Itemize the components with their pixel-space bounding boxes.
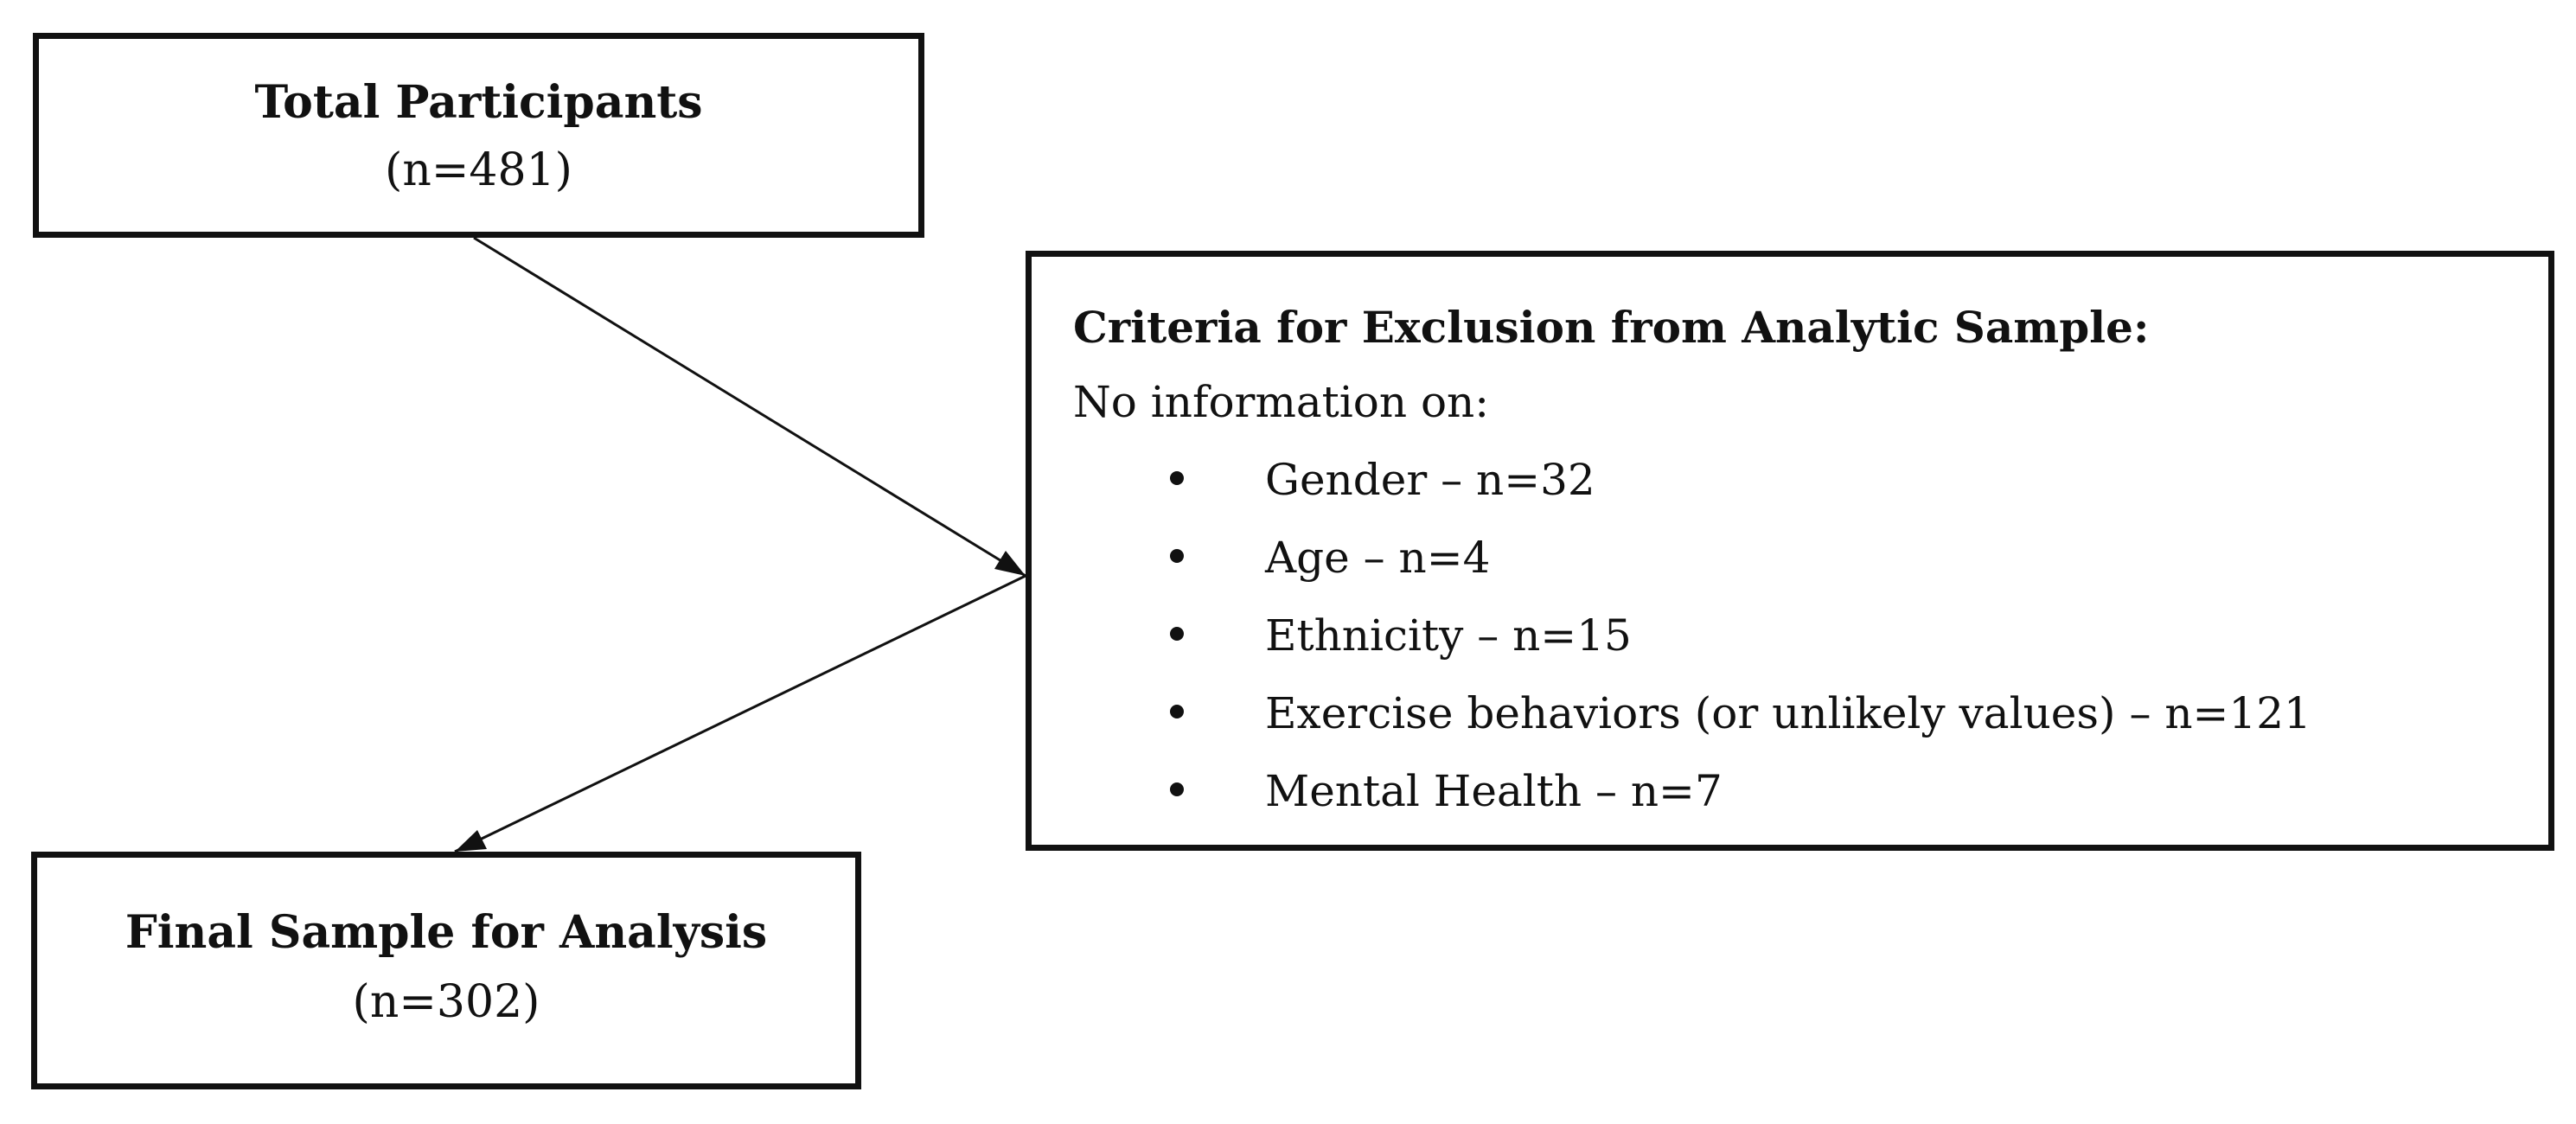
exclusion-item-label: Ethnicity – n=15 xyxy=(1265,610,1632,661)
bullet-icon xyxy=(1170,782,1184,796)
total-participants-count: (n=481) xyxy=(385,144,572,196)
total-participants-title: Total Participants xyxy=(254,76,703,129)
final-sample-title: Final Sample for Analysis xyxy=(125,906,768,959)
bullet-icon xyxy=(1170,705,1184,718)
arrowhead-exclusion xyxy=(994,551,1026,576)
arrowhead-final xyxy=(455,830,487,852)
bullet-icon xyxy=(1170,627,1184,641)
arrow-exclusion-to-final xyxy=(454,574,1026,853)
bullet-icon xyxy=(1170,549,1184,563)
exclusion-criteria-box: Criteria for Exclusion from Analytic Sam… xyxy=(1026,251,2554,851)
exclusion-intro: No information on: xyxy=(1073,377,1490,427)
exclusion-heading: Criteria for Exclusion from Analytic Sam… xyxy=(1073,302,2150,353)
exclusion-item-label: Exercise behaviors (or unlikely values) … xyxy=(1265,688,2311,738)
arrow-total-to-exclusion xyxy=(473,236,1026,578)
final-sample-count: (n=302) xyxy=(352,976,540,1028)
total-participants-box: Total Participants (n=481) xyxy=(33,33,924,238)
bullet-icon xyxy=(1170,471,1184,485)
exclusion-item-label: Mental Health – n=7 xyxy=(1265,766,1723,816)
exclusion-item-label: Gender – n=32 xyxy=(1265,455,1595,505)
final-sample-box: Final Sample for Analysis (n=302) xyxy=(31,852,861,1089)
exclusion-item-label: Age – n=4 xyxy=(1265,533,1491,583)
